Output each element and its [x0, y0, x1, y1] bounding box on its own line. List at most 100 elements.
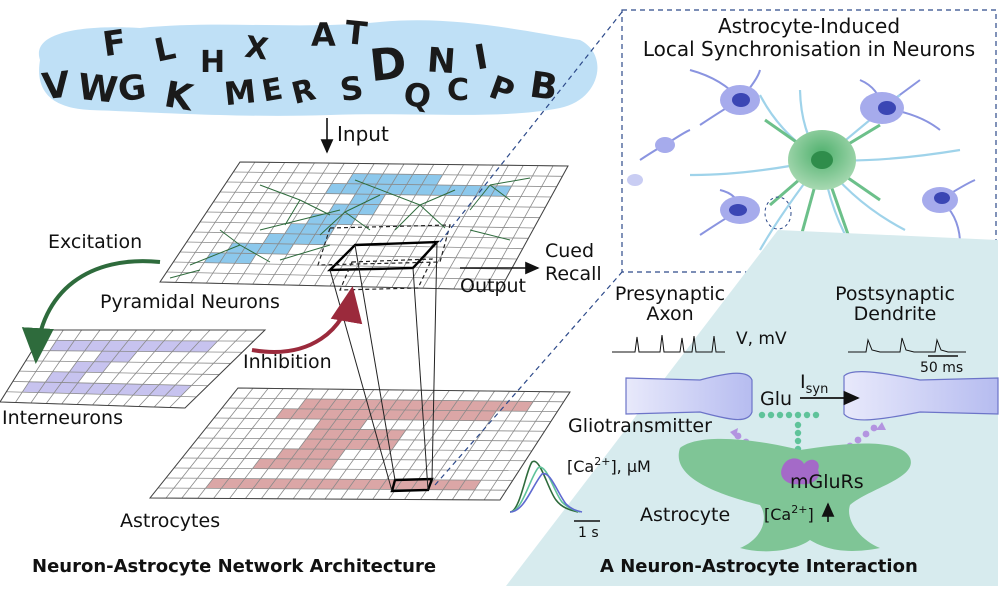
filled-cell: [445, 185, 467, 196]
voltage-unit-label: V, mV: [736, 329, 787, 349]
filled-cell: [385, 184, 407, 195]
filled-cell: [241, 243, 264, 254]
filled-cell: [511, 401, 534, 412]
astrocyte-layer: [148, 387, 571, 501]
letter: N: [426, 40, 457, 82]
filled-cell: [490, 185, 512, 197]
filled-cell: [325, 183, 347, 194]
filled-cell: [133, 384, 160, 396]
glu-label: Glu: [760, 388, 792, 410]
astrocytes-label: Astrocytes: [120, 510, 220, 532]
projection-lines: [317, 224, 451, 493]
filled-cell: [271, 243, 294, 255]
output-label: Output: [460, 275, 526, 297]
filled-cell: [364, 194, 386, 205]
neuron-connections: [169, 177, 531, 279]
filled-cell: [154, 340, 182, 352]
filled-cell: [85, 383, 111, 395]
filled-cell: [342, 204, 365, 215]
filled-cell: [117, 383, 143, 396]
filled-cell: [358, 204, 380, 215]
postsynaptic-label: Postsynaptic: [835, 283, 955, 305]
input-label: Input: [337, 122, 389, 146]
filled-cell: [278, 233, 300, 245]
filled-cell: [263, 233, 285, 244]
filled-cell: [256, 243, 279, 254]
right-panel-title: A Neuron-Astrocyte Interaction: [600, 556, 918, 577]
letter: S: [338, 68, 366, 109]
filled-cell: [67, 340, 93, 351]
letter: C: [447, 73, 469, 108]
filled-cell: [225, 242, 248, 254]
isyn-label: Isyn: [800, 371, 828, 397]
axon-terminal: [625, 372, 753, 421]
filled-cell: [395, 479, 419, 490]
letter: M: [222, 72, 258, 113]
filled-cell: [458, 480, 482, 490]
filled-cell: [361, 173, 383, 185]
presynaptic-trace: [612, 334, 725, 353]
filled-cell: [460, 185, 482, 196]
letter: H: [200, 45, 225, 80]
letter: W: [76, 67, 120, 112]
cued-label: Cued: [545, 240, 594, 262]
filled-cell: [172, 340, 200, 352]
filled-cell: [164, 385, 192, 397]
letter: G: [115, 67, 148, 110]
filled-cell: [321, 214, 343, 225]
filled-cell: [148, 384, 176, 396]
astrocyte-body: [678, 438, 911, 552]
sync-title-line2: Local Synchronisation in Neurons: [643, 37, 975, 61]
sync-title-line1: Astrocyte-Induced: [718, 14, 900, 38]
letter: B: [527, 65, 560, 109]
astrocyte-label: Astrocyte: [640, 504, 730, 526]
astro-calcium-label: [Ca2+]: [764, 503, 814, 524]
filled-cell: [293, 234, 316, 245]
letter: F: [100, 22, 129, 65]
gliotransmitter-label: Gliotransmitter: [568, 415, 712, 437]
mglurs-label: mGluRs: [790, 471, 864, 493]
interneurons-label: Interneurons: [2, 407, 123, 429]
ca-um-label: [Ca2+], μM: [567, 455, 651, 476]
input-letters: F L H X A T N I V W G K M E R S D Q C P …: [40, 13, 560, 120]
filled-cell: [49, 340, 75, 351]
filled-cell: [400, 184, 422, 195]
letter: V: [40, 65, 72, 109]
dendrite-label: Dendrite: [854, 303, 937, 325]
filled-cell: [284, 223, 307, 235]
letter: T: [343, 13, 369, 53]
filled-cell: [415, 184, 437, 196]
zoom-connector: [434, 11, 623, 486]
filled-cell: [421, 174, 443, 185]
filled-cell: [234, 253, 257, 264]
ms-scale-label: 50 ms: [920, 360, 963, 376]
excitation-label: Excitation: [48, 231, 142, 253]
filled-cell: [346, 173, 368, 184]
letter: X: [243, 30, 271, 68]
axon-label: Axon: [646, 303, 693, 325]
postsynaptic-trace: [848, 337, 966, 353]
filled-cell: [306, 213, 328, 225]
filled-cell: [391, 174, 413, 185]
presynaptic-label: Presynaptic: [615, 283, 725, 305]
dendrite-spine: [843, 371, 999, 421]
filled-cell: [204, 252, 226, 263]
letter: A: [311, 16, 336, 54]
inhibition-label: Inhibition: [243, 351, 332, 373]
recall-label: Recall: [545, 263, 602, 285]
letter: D: [367, 38, 409, 93]
filled-cell: [219, 252, 242, 264]
filled-cell: [475, 185, 497, 197]
letter-cloud-blob: [38, 20, 598, 116]
cell-cluster-illustration: [627, 69, 976, 261]
calcium-traces: [509, 460, 583, 513]
filled-cell: [406, 174, 428, 185]
letter: Q: [401, 75, 433, 116]
filled-cell: [101, 383, 127, 395]
filled-cell: [427, 479, 450, 490]
interneuron-layer: [0, 329, 267, 409]
filled-cell: [299, 223, 322, 235]
filled-cell: [376, 173, 398, 185]
pyramidal-neurons-label: Pyramidal Neurons: [100, 291, 280, 313]
